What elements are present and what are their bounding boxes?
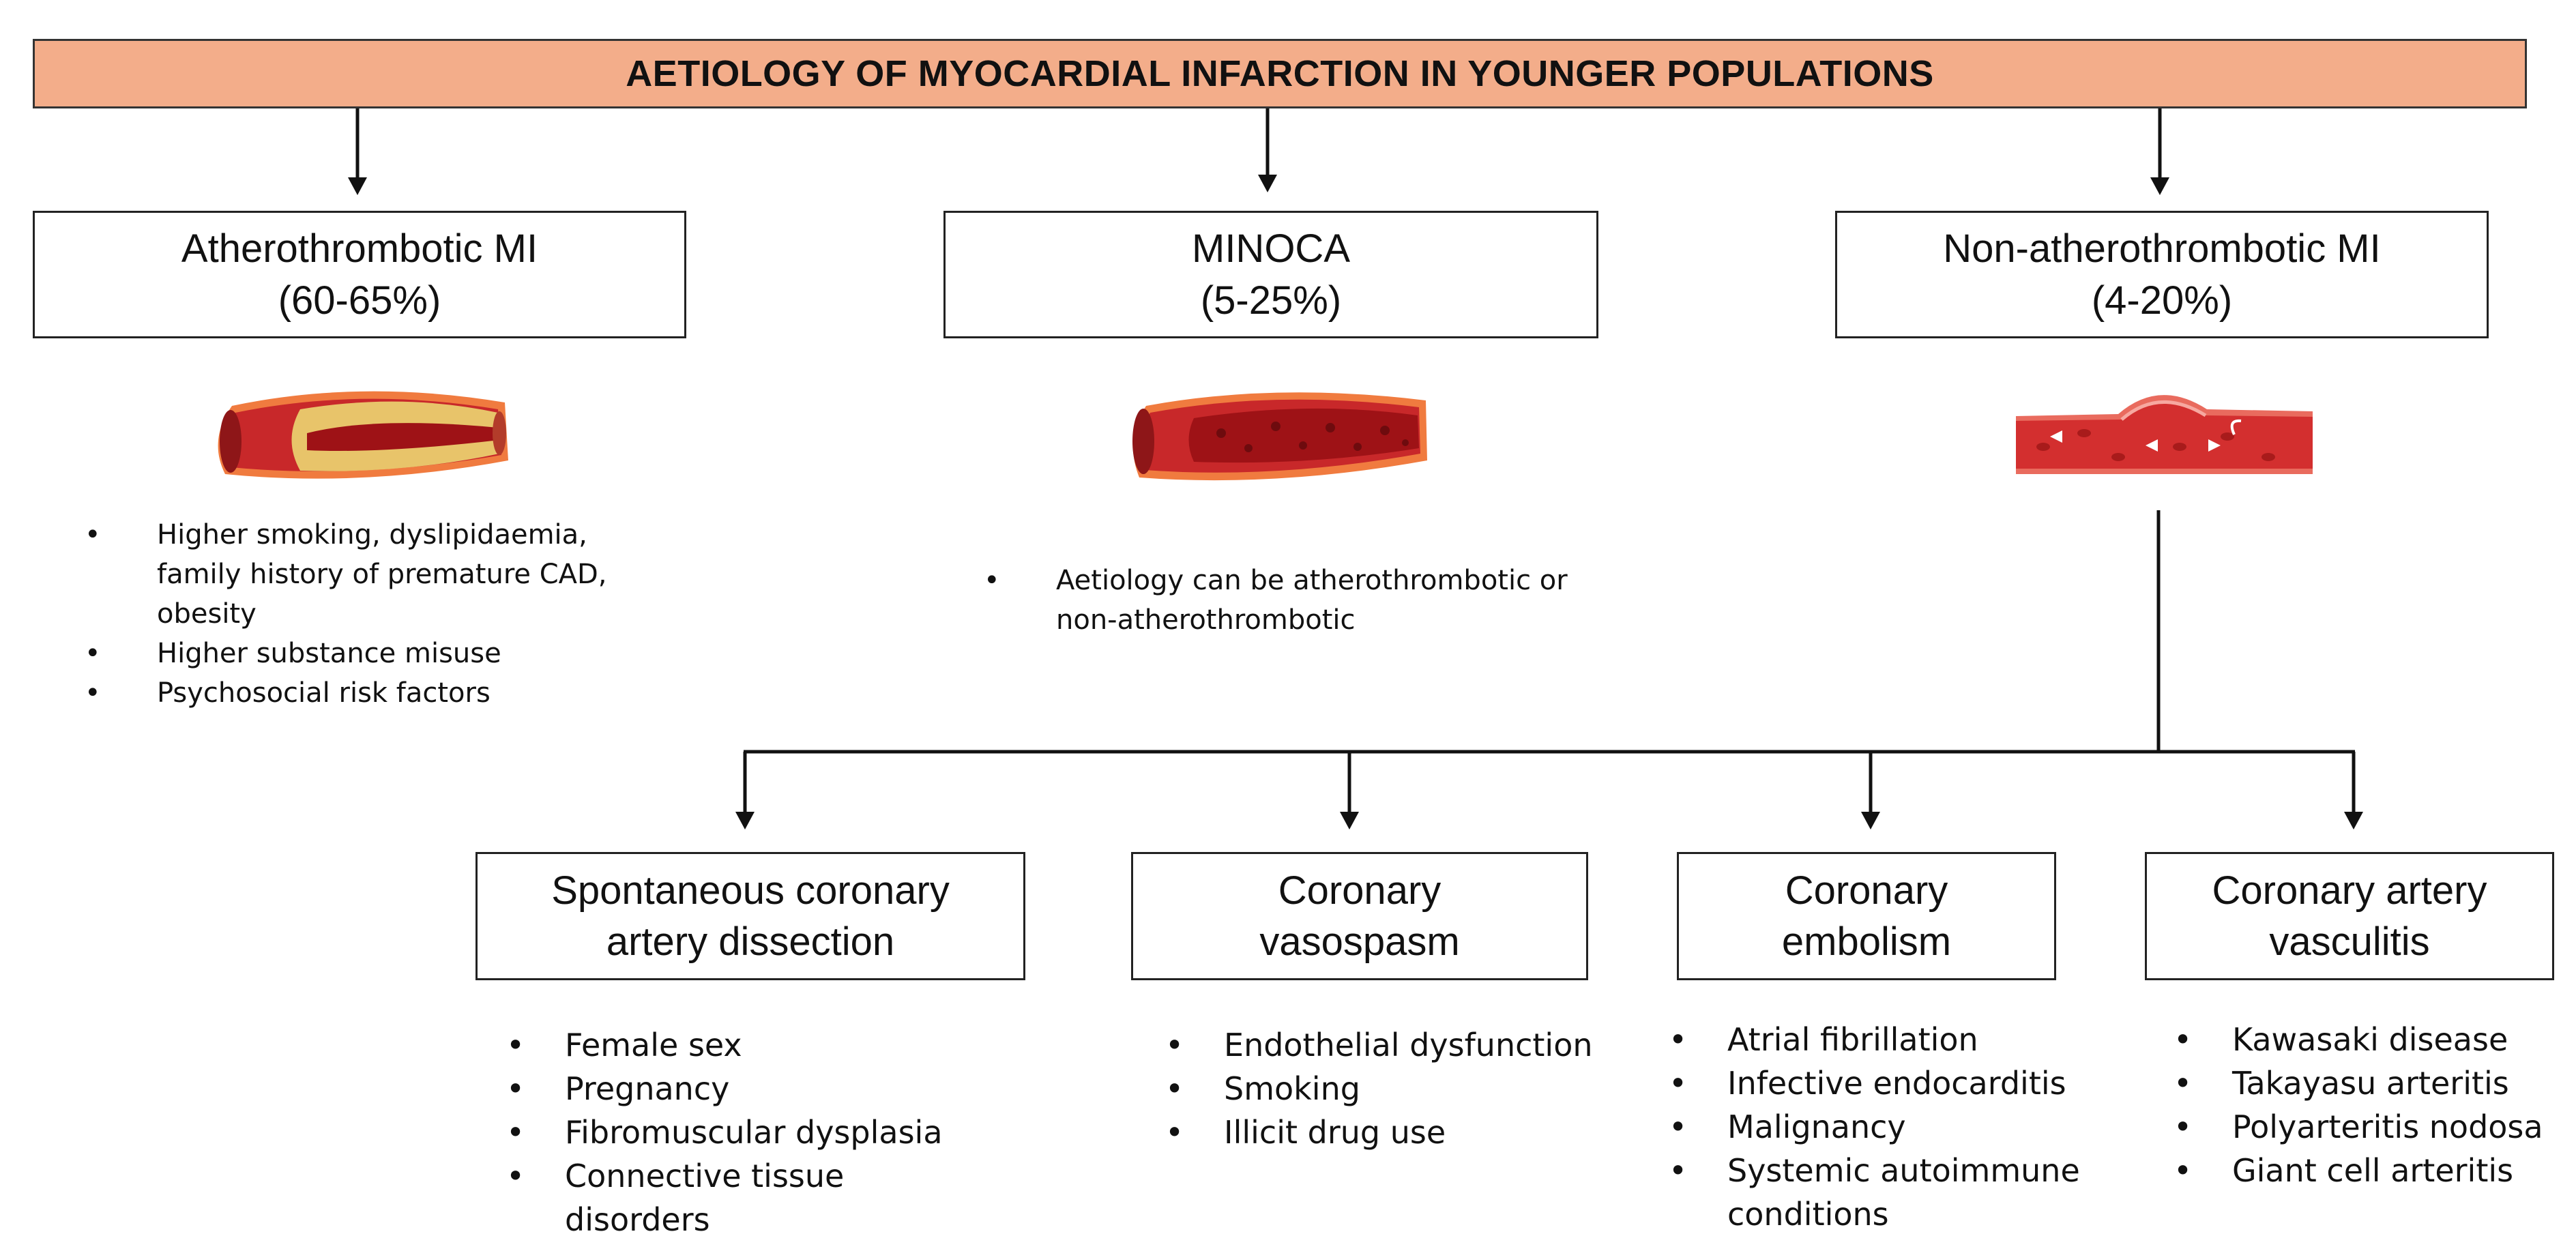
box-title: Atherothrombotic MI (181, 226, 538, 271)
list-item: Atrial fibrillation (1659, 1018, 2096, 1061)
list-item: Illicit drug use (1156, 1111, 1674, 1154)
list-item: Kawasaki disease (2164, 1018, 2566, 1061)
list-item: Aetiology can be atherothrombotic or non… (935, 561, 1617, 640)
list-item: Higher substance misuse (35, 634, 636, 673)
list-item: Fibromuscular dysplasia (497, 1111, 1015, 1154)
box-title: MINOCA (1192, 226, 1350, 271)
box-title-line1: Coronary (1278, 868, 1441, 913)
non-atherothrombotic-artery-icon (2016, 395, 2313, 474)
box-atherothrombotic-mi: Atherothrombotic MI (60-65%) (33, 211, 686, 338)
page-title: AETIOLOGY OF MYOCARDIAL INFARCTION IN YO… (626, 53, 1934, 94)
list-item: Endothelial dysfunction (1156, 1023, 1674, 1067)
box-coronary-artery-vasculitis: Coronary artery vasculitis (2145, 852, 2554, 980)
list-item: Takayasu arteritis (2164, 1061, 2566, 1105)
box-title-line1: Spontaneous coronary (551, 868, 950, 913)
box-percentage: (60-65%) (278, 278, 441, 323)
list-item: Higher smoking, dyslipidaemia, family hi… (35, 515, 636, 634)
box-title: Non-atherothrombotic MI (1943, 226, 2381, 271)
box-title-line1: Coronary artery (2212, 868, 2487, 913)
box-coronary-embolism: Coronary embolism (1677, 852, 2056, 980)
list-item: Malignancy (1659, 1105, 2096, 1149)
box-spontaneous-coronary-artery-dissection: Spontaneous coronary artery dissection (475, 852, 1025, 980)
list-item: Systemic autoimmune conditions (1659, 1149, 2096, 1236)
box-title-line2: vasculitis (2269, 920, 2430, 964)
list-item: Pregnancy (497, 1067, 1015, 1111)
list-item: Polyarteritis nodosa (2164, 1105, 2566, 1149)
box-non-atherothrombotic-mi: Non-atherothrombotic MI (4-20%) (1835, 211, 2489, 338)
list-item: Giant cell arteritis (2164, 1149, 2566, 1192)
list-item: Infective endocarditis (1659, 1061, 2096, 1105)
list-item: Female sex (497, 1023, 1015, 1067)
embolism-risk-factors: Atrial fibrillation Infective endocardit… (1659, 1018, 2096, 1236)
atherothrombotic-risk-factors: Higher smoking, dyslipidaemia, family hi… (35, 515, 636, 713)
list-item: Connective tissue disorders (497, 1154, 851, 1241)
box-minoca: MINOCA (5-25%) (943, 211, 1598, 338)
box-percentage: (4-20%) (2091, 278, 2233, 323)
list-item: Psychosocial risk factors (35, 673, 636, 713)
minoca-artery-icon (1132, 392, 1427, 481)
box-coronary-vasospasm: Coronary vasospasm (1131, 852, 1588, 980)
box-title-line1: Coronary (1785, 868, 1948, 913)
list-item: Smoking (1156, 1067, 1674, 1111)
vasculitis-causes: Kawasaki disease Takayasu arteritis Poly… (2164, 1018, 2566, 1192)
scad-risk-factors: Female sex Pregnancy Fibromuscular dyspl… (497, 1023, 1015, 1241)
box-title-line2: artery dissection (606, 920, 895, 964)
vasospasm-risk-factors: Endothelial dysfunction Smoking Illicit … (1156, 1023, 1674, 1154)
minoca-notes: Aetiology can be atherothrombotic or non… (935, 561, 1617, 640)
box-title-line2: vasospasm (1259, 920, 1460, 964)
box-title-line2: embolism (1781, 920, 1952, 964)
title-banner: AETIOLOGY OF MYOCARDIAL INFARCTION IN YO… (33, 39, 2527, 108)
box-percentage: (5-25%) (1200, 278, 1342, 323)
atherosclerotic-artery-icon (218, 391, 508, 479)
